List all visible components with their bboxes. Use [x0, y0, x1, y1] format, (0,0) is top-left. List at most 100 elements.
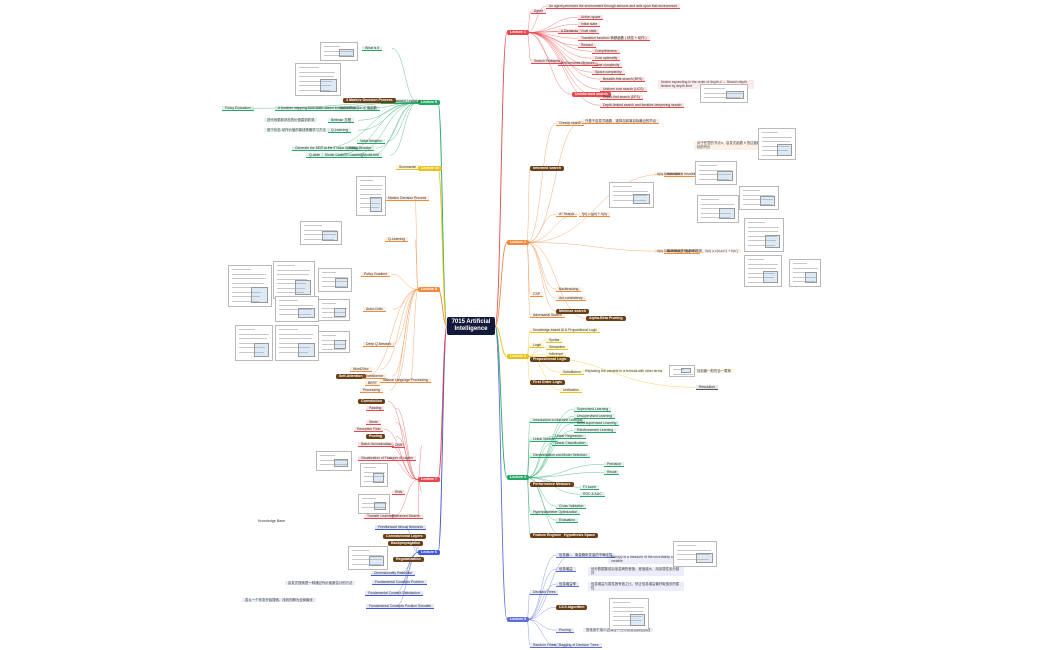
topic-node[interactable]: Completeness — [592, 49, 620, 55]
lecture-node[interactable]: Lecture 1 — [507, 30, 529, 35]
topic-node[interactable]: Logic — [530, 343, 545, 349]
embedded-image-thumbnail[interactable] — [700, 84, 748, 103]
topic-node[interactable]: CSP — [530, 292, 543, 298]
topic-node[interactable]: Linear Classification — [552, 441, 589, 447]
topic-node[interactable]: Uniform cost search (UCS) — [600, 87, 647, 93]
topic-node[interactable]: F1 score — [580, 485, 600, 491]
topic-node[interactable]: Deep Q-Network — [363, 342, 395, 348]
topic-pill[interactable]: Backpropagation — [388, 541, 424, 546]
topic-node[interactable]: Summarize — [396, 165, 420, 171]
topic-node[interactable]: Depth-limited search and iterative deepe… — [600, 103, 685, 109]
lecture-node[interactable]: Lecture 8 — [418, 287, 440, 292]
embedded-image-thumbnail[interactable] — [228, 265, 272, 307]
topic-node[interactable]: Feedforward Neural Networks — [375, 525, 427, 531]
embedded-image-thumbnail[interactable] — [789, 259, 821, 287]
topic-node[interactable]: Admissible heuristic — [664, 172, 700, 178]
topic-node[interactable]: Linear Regression — [552, 434, 586, 440]
topic-pill[interactable]: Performance Measure — [530, 482, 574, 487]
topic-node[interactable]: ROC & AUC — [580, 492, 605, 498]
topic-pill[interactable]: Hypothesis Space — [561, 533, 598, 538]
topic-pill[interactable]: Feature Engineering — [530, 533, 571, 538]
topic-node[interactable]: Introduction to Machine Learning — [530, 418, 586, 424]
topic-node[interactable]: A function mapping from state-values to … — [275, 106, 359, 112]
embedded-image-thumbnail[interactable] — [609, 598, 649, 630]
topic-node[interactable]: Transfer Learning — [364, 514, 397, 520]
topic-node[interactable]: Q-table — [306, 153, 324, 159]
topic-node[interactable]: Arc consistency — [556, 296, 586, 302]
topic-node[interactable]: Padding — [366, 406, 385, 412]
topic-node[interactable]: Evaluation — [556, 518, 578, 524]
topic-node[interactable]: Greedy search — [556, 121, 585, 127]
topic-node[interactable]: Initial state — [578, 22, 601, 28]
topic-node[interactable]: Dimensionality Reduction — [371, 571, 416, 577]
topic-node[interactable]: Batch Normalization — [358, 442, 395, 448]
topic-node[interactable]: Performance Measure — [558, 61, 598, 67]
topic-pill[interactable]: 3 Markov Decision Process — [343, 98, 396, 103]
root-node[interactable]: 7015 Artificial Intelligence — [447, 317, 495, 335]
topic-node[interactable]: Q-Learning — [385, 237, 408, 243]
topic-node[interactable]: Cross Validation — [556, 504, 587, 510]
topic-node[interactable]: Reward — [578, 43, 596, 49]
topic-node[interactable]: Reinforcement Learning — [574, 428, 617, 434]
topic-pill[interactable]: Convolutional Layers — [383, 534, 426, 539]
topic-node[interactable]: Goal state — [578, 29, 600, 35]
topic-node[interactable]: Search Problems — [531, 59, 564, 65]
topic-node[interactable]: Monte Carlo — [322, 153, 347, 159]
topic-node[interactable]: BERT — [365, 381, 380, 387]
embedded-image-thumbnail[interactable] — [316, 451, 352, 471]
topic-node[interactable]: Model free — [360, 153, 383, 159]
topic-node[interactable]: 信息熵 — [556, 553, 573, 559]
topic-node[interactable]: Word2Vec — [350, 367, 372, 373]
topic-node[interactable]: Supervised Learning — [574, 407, 612, 413]
topic-node[interactable]: Random Forest — [530, 643, 560, 649]
topic-node[interactable]: Recall — [604, 470, 620, 476]
topic-node[interactable]: Generalization and Model Selection — [530, 453, 590, 459]
embedded-image-thumbnail[interactable] — [348, 546, 388, 570]
lecture-node[interactable]: Lecture 6 — [418, 550, 440, 555]
topic-node[interactable]: Pretrained Models — [389, 514, 423, 520]
topic-node[interactable]: An agent perceives the environment throu… — [546, 4, 680, 10]
topic-node[interactable]: Processing — [360, 388, 383, 394]
topic-node[interactable]: 信息增益率 — [556, 582, 579, 588]
topic-node[interactable]: Reinforcement Learning — [381, 99, 424, 105]
topic-node[interactable]: Visualization of Features of Layers — [358, 456, 416, 462]
topic-node[interactable]: A* Search — [556, 212, 578, 218]
topic-node[interactable]: Semi-supervised Learning — [574, 421, 620, 427]
lecture-node[interactable]: Lecture 7 — [418, 477, 440, 482]
topic-pill[interactable]: Uninformed search — [572, 92, 611, 97]
embedded-image-thumbnail[interactable] — [235, 325, 273, 361]
topic-node[interactable]: Unification — [560, 388, 582, 394]
embedded-image-thumbnail[interactable] — [318, 268, 352, 292]
topic-node[interactable]: 衡量随机变量的不确定性 — [572, 553, 616, 559]
topic-node[interactable]: Actor-Critic — [363, 307, 386, 313]
lecture-node[interactable]: Lecture 5 — [507, 617, 529, 622]
topic-node[interactable]: Receptive Field — [354, 427, 384, 433]
topic-node[interactable]: Transition function: 转移函数 ( 状态 + 动作 ) — [578, 36, 650, 42]
embedded-image-thumbnail[interactable] — [673, 541, 717, 567]
topic-node[interactable]: What is it — [362, 46, 382, 52]
topic-pill[interactable]: Pooling — [366, 434, 386, 439]
topic-pill[interactable]: Convolution — [358, 399, 385, 404]
embedded-image-thumbnail[interactable] — [275, 325, 319, 361]
embedded-image-thumbnail[interactable] — [318, 299, 350, 321]
embedded-image-thumbnail[interactable] — [744, 218, 784, 252]
topic-node[interactable]: Stride — [366, 420, 381, 426]
lecture-node[interactable]: Lecture 9 — [418, 100, 440, 105]
topic-node[interactable]: Transformer — [362, 374, 387, 380]
embedded-image-thumbnail[interactable] — [358, 494, 390, 514]
topic-pill[interactable]: Regularization — [393, 557, 424, 562]
topic-node[interactable]: Semantics — [546, 345, 568, 351]
embedded-image-thumbnail[interactable] — [318, 331, 350, 353]
embedded-image-thumbnail[interactable] — [744, 255, 782, 287]
topic-node[interactable]: Knowledge-based AI & Propositional Logic — [530, 328, 600, 334]
topic-node[interactable]: TD Learning — [341, 153, 366, 159]
topic-node[interactable]: 只基于启发式函数，选择当前离目标最近的节点 — [582, 119, 660, 125]
topic-node[interactable]: Decision Trees — [530, 590, 559, 596]
topic-node[interactable]: Space complexity — [592, 70, 625, 76]
topic-node[interactable]: Unsupervised Learning — [574, 414, 615, 420]
topic-pill[interactable]: C4.5 Algorithm — [556, 605, 588, 610]
topic-pill[interactable]: Self-Attention — [336, 374, 366, 379]
topic-node[interactable]: Depth-first search (DFS) — [600, 95, 643, 101]
topic-node[interactable]: Breadth-first search (BFS) — [600, 77, 646, 83]
lecture-node[interactable]: Lecture 2 — [507, 240, 529, 245]
